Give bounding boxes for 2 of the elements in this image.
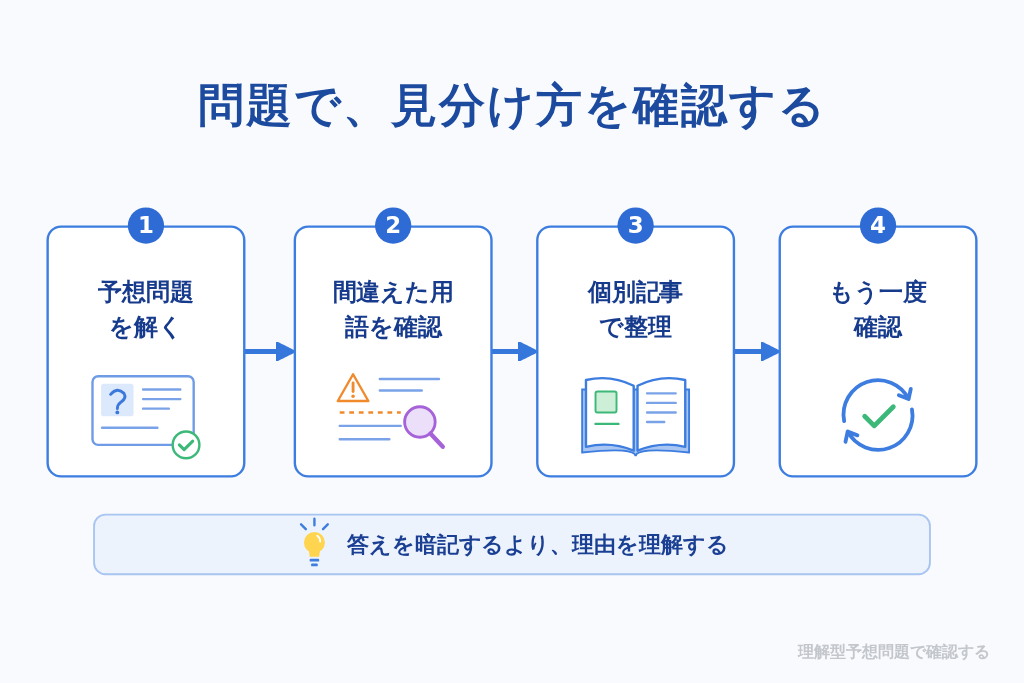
title: 問題で、見分け方を確認する [196, 78, 828, 134]
node-box: 答えを暗記するより、理由を理解する [93, 513, 931, 576]
